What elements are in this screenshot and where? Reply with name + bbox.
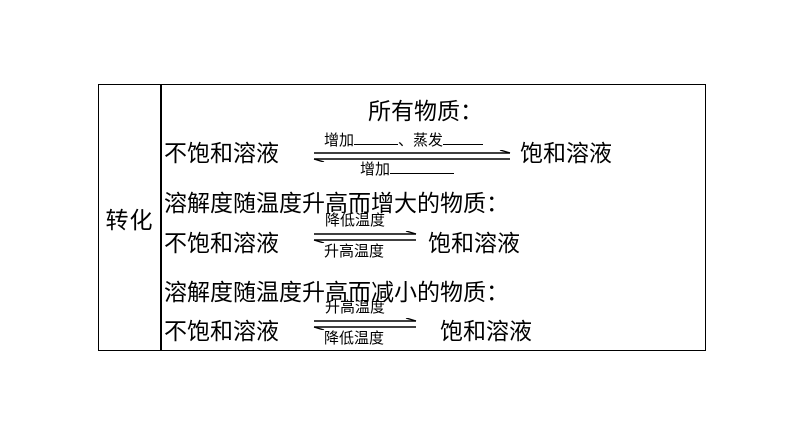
forward-condition-decrease: 升高温度 [325, 298, 386, 316]
row-label: 转化 [105, 207, 154, 234]
forward-condition-middle: 、蒸发 [398, 131, 444, 149]
answer-blank [390, 173, 455, 174]
unsaturated-solution-3: 不饱和溶液 [164, 319, 279, 345]
unsaturated-solution-1: 不饱和溶液 [164, 141, 279, 167]
forward-condition-prefix: 增加 [324, 131, 355, 149]
reverse-arrow-head [313, 326, 325, 330]
reverse-arrow-head [313, 158, 325, 162]
heading-all-substances: 所有物质： [368, 99, 483, 125]
saturated-solution-2: 饱和溶液 [428, 231, 520, 257]
conversion-table: 转化 [98, 84, 706, 351]
forward-arrow-head [499, 150, 511, 154]
reverse-condition-decrease: 降低温度 [324, 329, 385, 347]
reverse-condition-all: 增加 [360, 160, 455, 178]
forward-condition-all: 增加 、蒸发 [324, 131, 484, 149]
reverse-condition-prefix: 增加 [360, 160, 391, 178]
forward-arrow-head [405, 231, 417, 235]
answer-blank [443, 144, 484, 145]
heading-solubility-decreases: 溶解度随温度升高而减小的物质： [164, 280, 509, 306]
reverse-condition-increase: 升高温度 [324, 242, 385, 260]
forward-arrow-head [405, 318, 417, 322]
column-divider [160, 85, 162, 350]
forward-condition-increase: 降低温度 [325, 211, 386, 229]
unsaturated-solution-2: 不饱和溶液 [164, 231, 279, 257]
reversible-arrow-decrease [313, 318, 417, 330]
heading-solubility-increases: 溶解度随温度升高而增大的物质： [164, 191, 509, 217]
saturated-solution-1: 饱和溶液 [520, 141, 612, 167]
reversible-arrow-increase [313, 231, 417, 243]
saturated-solution-3: 饱和溶液 [440, 319, 532, 345]
answer-blank [354, 144, 399, 145]
reversible-arrow-all [313, 150, 511, 162]
reverse-arrow-head [313, 239, 325, 243]
